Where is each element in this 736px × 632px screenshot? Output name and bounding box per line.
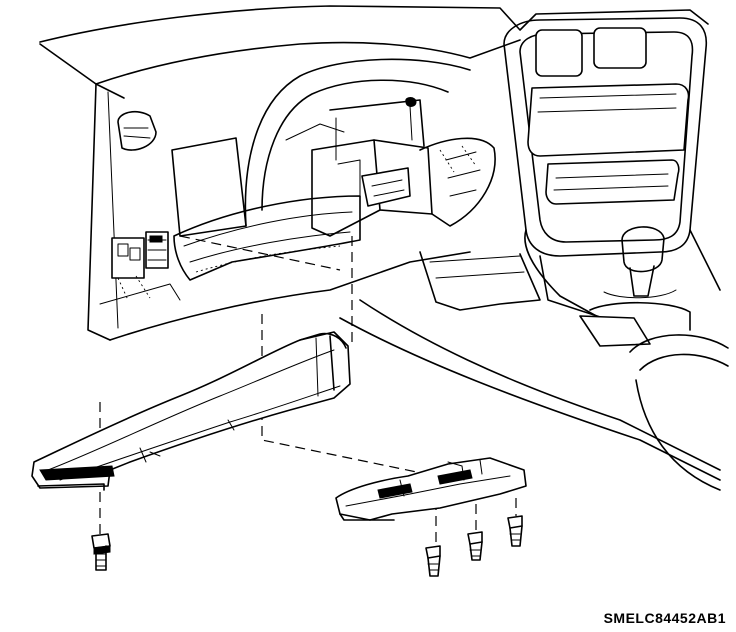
gear-shifter [579,226,691,347]
air-duct [31,331,351,491]
bolt-cover-1 [425,545,441,577]
bolt-cover-3 [507,515,523,547]
center-console [503,17,721,341]
dashboard-panel [39,5,709,341]
lower-dash-opening [99,195,471,341]
fuse-block [111,231,169,301]
bolt-left [91,533,111,571]
floor-area [339,251,729,491]
center-bracket [311,97,496,237]
lower-cover [335,457,527,521]
figure-code: SMELC84452AB1 [603,610,726,626]
bolt-cover-2 [467,531,483,561]
